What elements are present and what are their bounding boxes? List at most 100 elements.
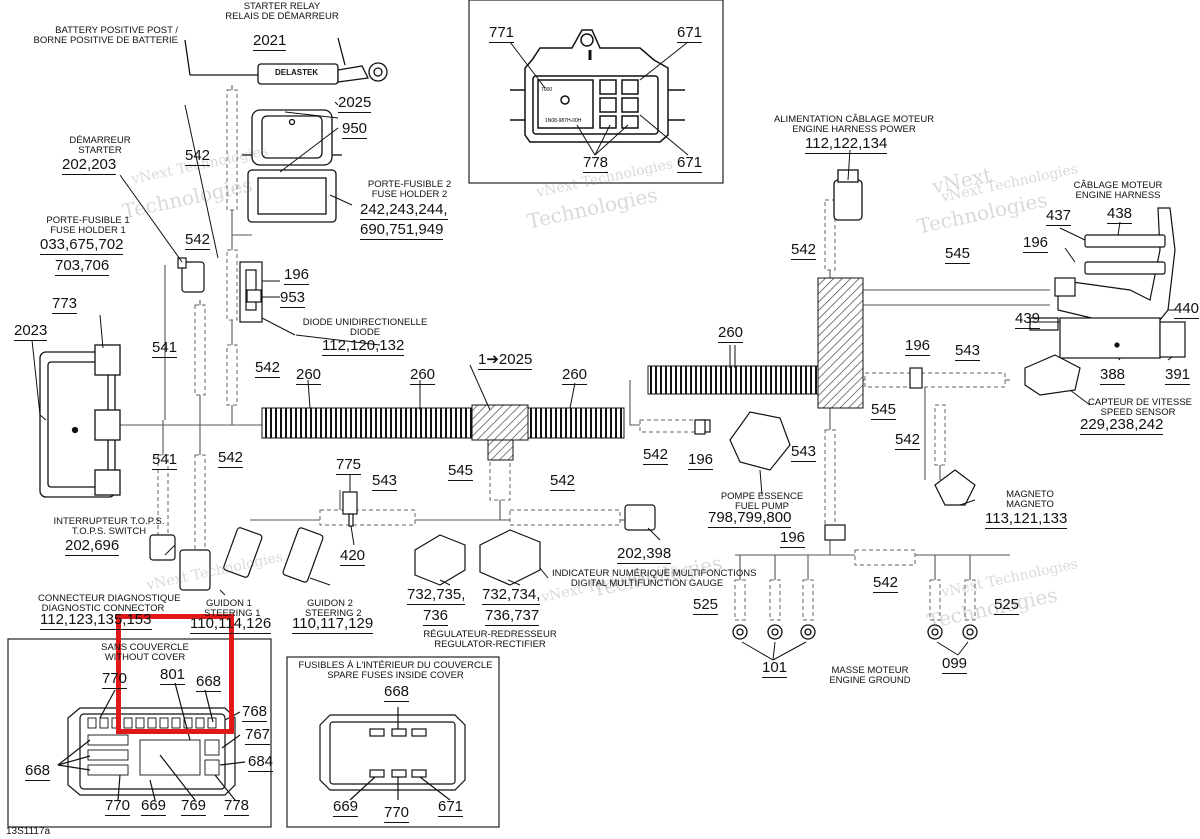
- tops-switch-refs: 202,696: [65, 537, 120, 556]
- ref-543: 543: [372, 472, 398, 491]
- spare-fuses-frame: [286, 656, 500, 828]
- ref-260: 260: [718, 324, 744, 343]
- ref-542: 542: [895, 431, 921, 450]
- ref-542: 542: [185, 147, 211, 166]
- speed-sensor-connector: [909, 354, 1081, 396]
- steering-2-refs: 110,117,129: [292, 615, 374, 634]
- ref-196: 196: [780, 529, 806, 548]
- ref-543: 543: [955, 342, 981, 361]
- ref-545: 545: [871, 401, 897, 420]
- ref-668: 668: [196, 673, 222, 692]
- ref-771: 771: [489, 24, 515, 43]
- ref-736-737: 736,737: [485, 607, 540, 626]
- ref-668: 668: [25, 762, 51, 781]
- ref-801: 801: [160, 666, 186, 685]
- ref-541: 541: [152, 339, 178, 358]
- ref-196: 196: [688, 451, 714, 470]
- tops-switch-label: INTERRUPTEUR T.O.P.S.T.O.P.S. SWITCH: [53, 516, 165, 537]
- battery-post-label: BATTERY POSITIVE POST /BORNE POSITIVE DE…: [33, 25, 178, 46]
- ref-732-734: 732,734,: [482, 586, 541, 605]
- ref-542: 542: [791, 241, 817, 260]
- ref-950: 950: [342, 120, 368, 139]
- ref-770: 770: [102, 670, 128, 689]
- magneto-connector: [934, 469, 976, 506]
- starter-relay-drawing: [184, 37, 388, 223]
- ref-953: 953: [280, 289, 306, 308]
- ref-2023: 2023: [14, 322, 48, 341]
- ref-769: 769: [181, 797, 207, 816]
- ref-099: 099: [942, 655, 968, 674]
- ref-2021: 2021: [253, 32, 287, 51]
- ref-542: 542: [255, 359, 281, 378]
- magneto-refs: 113,121,133: [985, 510, 1068, 529]
- ref-260: 260: [296, 366, 322, 385]
- ref-778: 778: [583, 154, 609, 173]
- harness-sleeves: [157, 89, 1006, 621]
- ref-440: 440: [1174, 300, 1200, 319]
- ref-543: 543: [791, 443, 817, 462]
- ref-770: 770: [384, 804, 410, 823]
- ref-260: 260: [562, 366, 588, 385]
- ref-671: 671: [677, 154, 703, 173]
- ref-770: 770: [105, 797, 131, 816]
- ref-775: 775: [336, 456, 362, 475]
- fuse-holder-2-refs-2: 690,751,949: [360, 221, 444, 240]
- ref-542: 542: [873, 574, 899, 593]
- fuse-holder-1-refs-1: 033,675,702: [40, 236, 124, 255]
- ref-420: 420: [340, 547, 366, 566]
- ref-671: 671: [677, 24, 703, 43]
- engine-harness-power-refs: 112,122,134: [805, 135, 888, 154]
- ecm-module: [39, 344, 121, 498]
- relay-text-2: 1N08-987H-00H: [545, 118, 582, 124]
- ref-2025: 2025: [338, 94, 372, 113]
- ref-196: 196: [1023, 234, 1049, 253]
- relay-brand: DELASTEK: [275, 68, 319, 77]
- ground-leaders: [741, 641, 969, 661]
- ref-260: 260: [410, 366, 436, 385]
- ref-668: 668: [384, 683, 410, 702]
- ref-773: 773: [52, 295, 78, 314]
- ref-525: 525: [693, 596, 719, 615]
- ref-196: 196: [905, 337, 931, 356]
- ref-541: 541: [152, 451, 178, 470]
- ref-542: 542: [185, 231, 211, 250]
- ref-545: 545: [945, 245, 971, 264]
- ref-525: 525: [994, 596, 1020, 615]
- fuel-pump-connector: [699, 411, 791, 471]
- ref-767: 767: [245, 726, 271, 745]
- engine-harness-connectors: [1029, 207, 1186, 359]
- ref-439: 439: [1015, 310, 1041, 329]
- relay-leaders: [509, 41, 689, 156]
- diagnostic-refs: 112,123,135,153: [40, 611, 152, 630]
- relay-connector-drawing: [510, 29, 685, 143]
- ref-669: 669: [333, 798, 359, 817]
- ref-437: 437: [1046, 207, 1072, 226]
- highlight-box: [116, 614, 234, 734]
- ref-542: 542: [643, 446, 669, 465]
- starter-refs: 202,203: [62, 156, 117, 175]
- corrugated-tubes: [261, 365, 819, 439]
- ref-542: 542: [550, 472, 576, 491]
- diode-refs: 112,120,132: [322, 337, 405, 356]
- spare-fuse-cover-drawing: [319, 707, 466, 801]
- ground-terminals: [732, 624, 978, 640]
- ref-768: 768: [242, 703, 268, 722]
- ref-438: 438: [1107, 205, 1133, 224]
- steering-1-refs: 110,114,126: [190, 615, 272, 634]
- ref-391: 391: [1165, 366, 1191, 385]
- ref-778: 778: [224, 797, 250, 816]
